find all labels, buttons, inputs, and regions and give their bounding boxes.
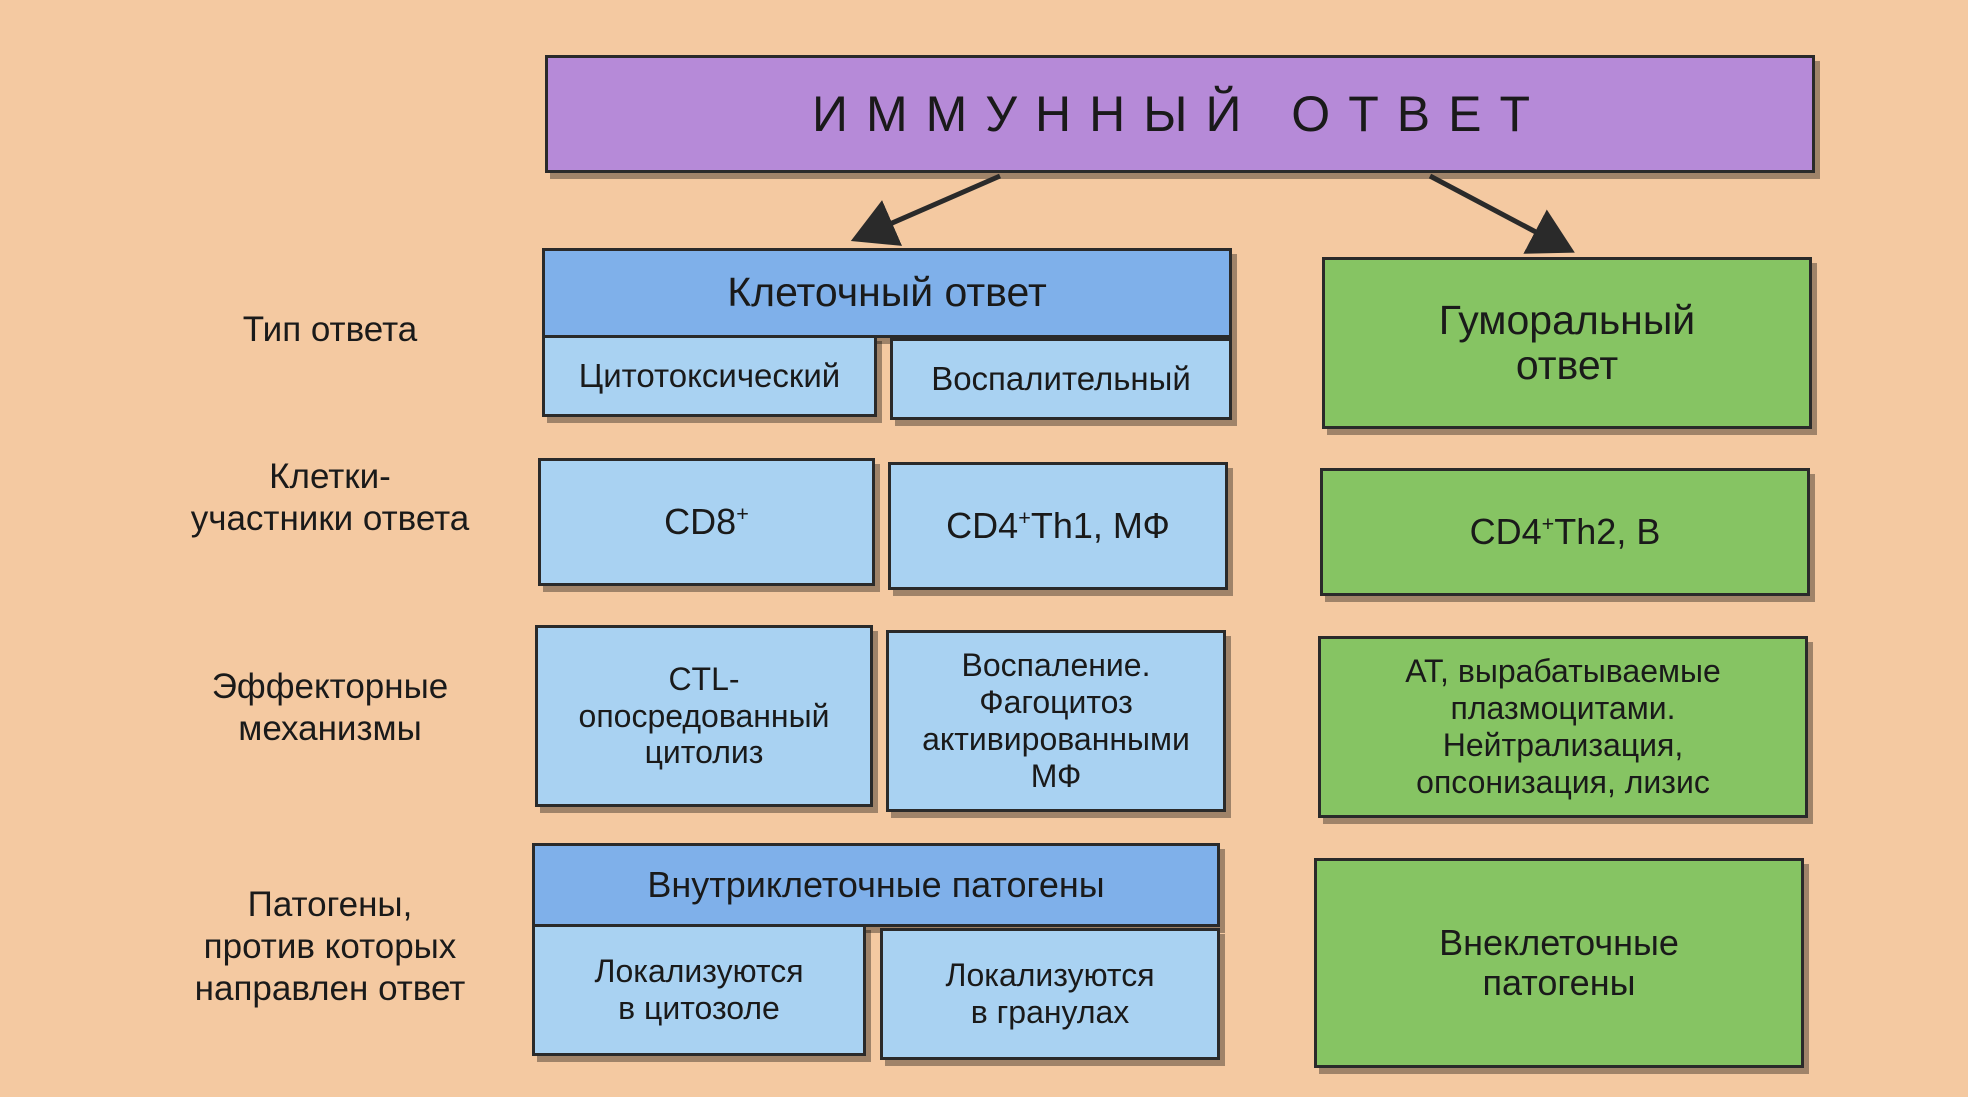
extracellular-pathogens-box: Внеклеточные патогены xyxy=(1314,858,1804,1068)
cd4-th2-box: CD4+Th2, B xyxy=(1320,468,1810,596)
arrow-to-cellular xyxy=(850,173,1001,246)
cytosol-box: Локализуются в цитозоле xyxy=(532,924,866,1056)
arrow-to-humoral xyxy=(1428,173,1575,254)
cytotoxic-box: Цитотоксический xyxy=(542,335,877,417)
antibody-mechanisms-box: АТ, вырабатываемые плазмоцитами. Нейтрал… xyxy=(1318,636,1808,818)
granule-box: Локализуются в гранулах xyxy=(880,928,1220,1060)
title-box: ИММУННЫЙ ОТВЕТ xyxy=(545,55,1815,173)
ctl-cytolysis-box: CTL- опосредованный цитолиз xyxy=(535,625,873,807)
cd4-th1-box: CD4+Th1, МФ xyxy=(888,462,1228,590)
diagram-title: ИММУННЫЙ ОТВЕТ xyxy=(812,86,1548,142)
row-label-effector: Эффекторные механизмы xyxy=(211,667,449,748)
row-label-type: Тип ответа xyxy=(242,310,418,349)
inflammatory-box: Воспалительный xyxy=(890,338,1232,420)
row-label-cells: Клетки- участники ответа xyxy=(190,457,470,538)
cd8-box: CD8+ xyxy=(538,458,875,586)
inflammation-phagocytosis-box: Воспаление. Фагоцитоз активированными МФ xyxy=(886,630,1226,812)
intracellular-pathogens-header: Внутриклеточные патогены xyxy=(532,843,1220,927)
humoral-response-header: Гуморальный ответ xyxy=(1322,257,1812,429)
cellular-response-header: Клеточный ответ xyxy=(542,248,1232,338)
row-label-pathogens: Патогены, против которых направлен ответ xyxy=(194,885,466,1008)
